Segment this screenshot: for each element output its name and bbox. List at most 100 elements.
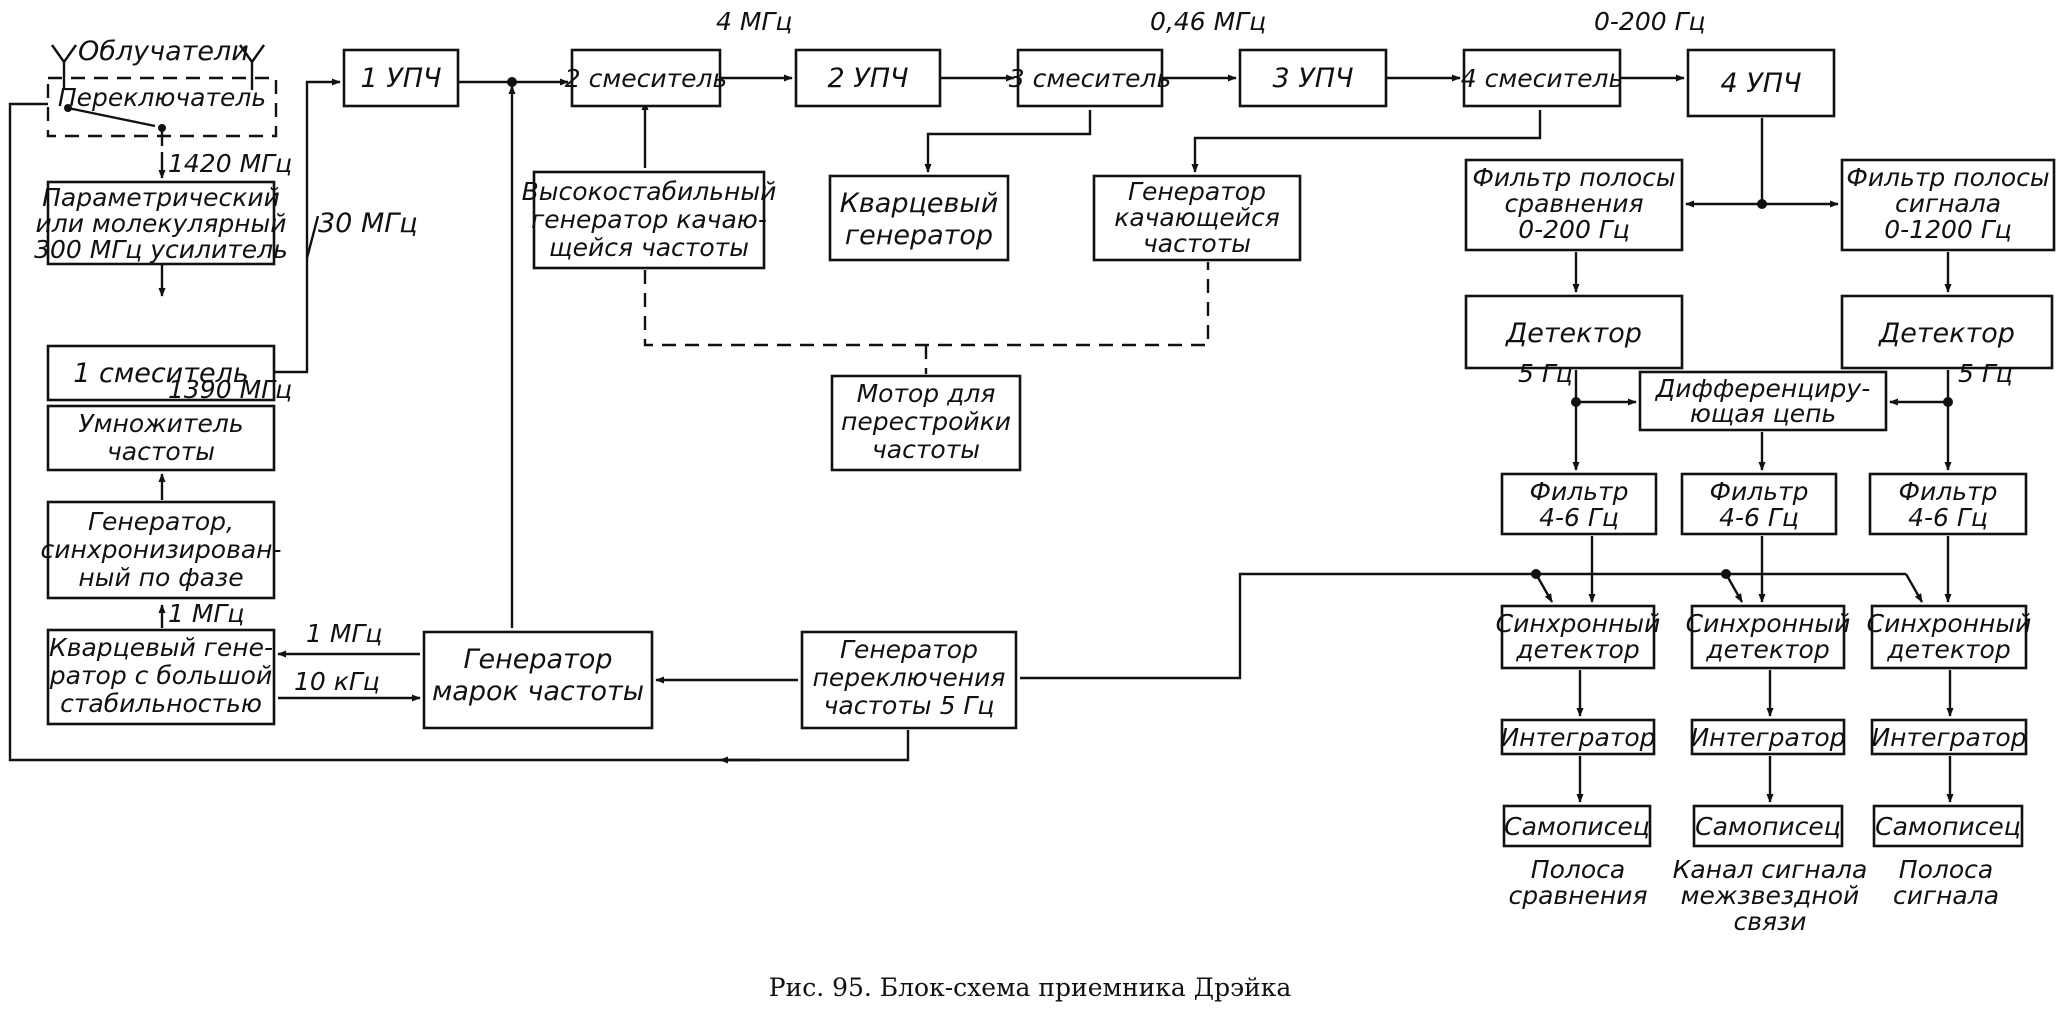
- svg-text:Синхронный: Синхронный: [1867, 609, 2032, 638]
- mixer3-block: [1016, 48, 1164, 108]
- svg-text:Генератор: Генератор: [840, 635, 978, 664]
- recorder-right-block: [1872, 804, 2024, 848]
- if4-block: [1686, 48, 1836, 118]
- svg-text:1 УПЧ: 1 УПЧ: [360, 63, 441, 94]
- blocks: Облучатели Переключатель Параметрический…: [34, 36, 2056, 848]
- svg-text:Умножитель: Умножитель: [78, 409, 243, 438]
- filter-4-6-left-block: [1500, 472, 1658, 536]
- svg-text:детектор: детектор: [1515, 635, 1639, 664]
- connections: [8, 44, 1954, 803]
- svg-text:Генератор: Генератор: [464, 644, 613, 675]
- label-1420mhz: 1420 МГц: [168, 149, 292, 178]
- svg-text:межзвездной: межзвездной: [1681, 881, 1860, 910]
- label-1390mhz: 1390 МГц: [168, 375, 292, 404]
- label-1mhz-up: 1 МГц: [168, 599, 244, 628]
- svg-text:частоты: частоты: [872, 435, 980, 464]
- paramp-block: [46, 180, 276, 266]
- integrator-left-block: [1500, 718, 1656, 756]
- mixer1-block: [46, 344, 276, 402]
- svg-text:сравнения: сравнения: [1508, 881, 1647, 910]
- svg-text:Дифференциру-: Дифференциру-: [1655, 374, 1870, 403]
- svg-text:Фильтр: Фильтр: [1710, 477, 1809, 506]
- pll-generator-block: [46, 500, 276, 600]
- svg-text:0-200 Гц: 0-200 Гц: [1518, 215, 1630, 244]
- svg-text:Детектор: Детектор: [1878, 318, 2015, 349]
- svg-text:сигнала: сигнала: [1895, 189, 2001, 218]
- svg-text:или молекулярный: или молекулярный: [35, 209, 286, 238]
- svg-text:1 смеситель: 1 смеситель: [73, 358, 249, 389]
- svg-text:частоты: частоты: [107, 437, 215, 466]
- sync-detector-mid-block: [1690, 604, 1846, 670]
- svg-text:Самописец: Самописец: [1504, 812, 1650, 841]
- svg-text:Высокостабильный: Высокостабильный: [522, 177, 777, 206]
- svg-text:сравнения: сравнения: [1504, 189, 1643, 218]
- svg-text:связи: связи: [1733, 907, 1806, 936]
- svg-text:синхронизирован-: синхронизирован-: [40, 535, 281, 564]
- signal-filter-block: [1840, 158, 2056, 252]
- switch-block: [46, 76, 278, 138]
- antenna-left-icon: [51, 44, 77, 90]
- svg-text:Интегратор: Интегратор: [1500, 723, 1655, 752]
- antenna-right-icon: [239, 44, 265, 90]
- differentiator-block: [1638, 370, 1888, 432]
- junctions: [64, 77, 1953, 579]
- sync-detector-left-block: [1500, 604, 1656, 670]
- svg-text:Генератор,: Генератор,: [88, 507, 234, 536]
- svg-text:2 УПЧ: 2 УПЧ: [827, 63, 908, 94]
- if3-block: [1238, 48, 1388, 108]
- svg-text:Полоса: Полоса: [1531, 855, 1625, 884]
- comparison-filter-block: [1464, 158, 1684, 252]
- frequency-labels: 1420 МГц 30 МГц 1390 МГц 1 МГц 1 МГц 10 …: [168, 7, 2013, 696]
- filter-4-6-mid-block: [1680, 472, 1838, 536]
- svg-text:щейся частоты: щейся частоты: [549, 233, 749, 262]
- svg-text:Кварцевый гене-: Кварцевый гене-: [49, 633, 273, 662]
- mixer2-block: [570, 48, 722, 108]
- sweep-generator-block: [1092, 174, 1302, 262]
- svg-text:Синхронный: Синхронный: [1496, 609, 1661, 638]
- crystal-high-stability-block: [46, 628, 276, 726]
- svg-text:Параметрический: Параметрический: [42, 183, 280, 212]
- svg-text:перестройки: перестройки: [841, 407, 1011, 436]
- figure-caption: Рис. 95. Блок-схема приемника Дрэйка: [769, 973, 1292, 1002]
- label-5hz-right: 5 Гц: [1958, 359, 2013, 388]
- svg-text:детектор: детектор: [1705, 635, 1829, 664]
- svg-text:частоты: частоты: [1143, 229, 1251, 258]
- recorder-mid-block: [1692, 804, 1844, 848]
- svg-text:генератор: генератор: [845, 220, 993, 251]
- svg-text:Полоса: Полоса: [1899, 855, 1993, 884]
- svg-text:Самописец: Самописец: [1875, 812, 2021, 841]
- label-4mhz: 4 МГц: [716, 7, 792, 36]
- svg-text:Кварцевый: Кварцевый: [840, 188, 999, 219]
- detector-1-block: [1464, 294, 1684, 370]
- mixer4-block: [1462, 48, 1622, 108]
- svg-text:Детектор: Детектор: [1505, 318, 1642, 349]
- svg-text:марок частоты: марок частоты: [432, 676, 644, 707]
- detector-2-block: [1840, 294, 2054, 370]
- svg-text:частоты 5 Гц: частоты 5 Гц: [824, 691, 995, 720]
- integrator-right-block: [1870, 718, 2028, 756]
- svg-text:ратор с большой: ратор с большой: [49, 661, 272, 690]
- svg-text:Мотор для: Мотор для: [857, 379, 996, 408]
- svg-text:4-6 Гц: 4-6 Гц: [1908, 503, 1988, 532]
- svg-text:0-1200 Гц: 0-1200 Гц: [1884, 215, 2011, 244]
- svg-text:детектор: детектор: [1886, 635, 2010, 664]
- svg-text:Фильтр полосы: Фильтр полосы: [1472, 163, 1675, 192]
- svg-text:Фильтр: Фильтр: [1899, 477, 1998, 506]
- svg-text:Фильтр: Фильтр: [1530, 477, 1629, 506]
- svg-text:Синхронный: Синхронный: [1686, 609, 1851, 638]
- svg-text:сигнала: сигнала: [1893, 881, 1999, 910]
- svg-text:4-6 Гц: 4-6 Гц: [1719, 503, 1799, 532]
- svg-text:4-6 Гц: 4-6 Гц: [1539, 503, 1619, 532]
- label-0-200hz: 0-200 Гц: [1594, 7, 1706, 36]
- integrator-mid-block: [1690, 718, 1846, 756]
- svg-text:ющая цепь: ющая цепь: [1690, 399, 1836, 428]
- svg-text:Фильтр полосы: Фильтр полосы: [1846, 163, 2049, 192]
- svg-text:2 смеситель: 2 смеситель: [565, 64, 728, 93]
- output-labels: Полоса сравнения Канал сигнала межзвездн…: [1508, 855, 1999, 936]
- svg-text:3 смеситель: 3 смеситель: [1009, 64, 1172, 93]
- svg-text:Генератор: Генератор: [1128, 177, 1266, 206]
- feeds-label: Облучатели: [78, 36, 249, 67]
- multiplier-block: [46, 404, 276, 472]
- svg-text:Интегратор: Интегратор: [1871, 723, 2026, 752]
